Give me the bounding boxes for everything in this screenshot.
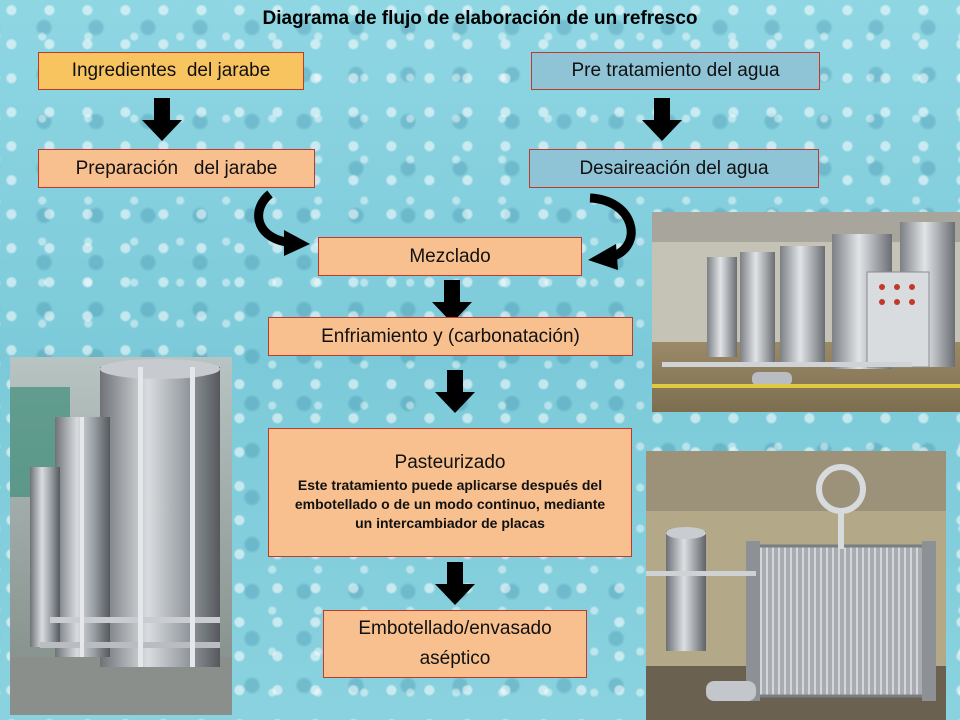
box-mezclado: Mezclado	[318, 237, 582, 276]
down-arrow-icon	[432, 280, 472, 323]
curved-arrow-icon	[254, 190, 310, 256]
tanks-control-panel-photo	[652, 212, 960, 412]
down-arrow-icon	[642, 98, 682, 141]
tank-room-photo	[10, 357, 232, 715]
box-preparacion-jarabe: Preparación del jarabe	[38, 149, 315, 188]
box-desaireacion-agua: Desaireación del agua	[529, 149, 819, 188]
box-embotellado-line1: Embotellado/envasado	[358, 618, 552, 639]
box-embotellado-line2: aséptico	[419, 648, 491, 669]
down-arrow-icon	[435, 562, 475, 605]
box-ingredientes-jarabe: Ingredientes del jarabe	[38, 52, 304, 90]
down-arrow-icon	[142, 98, 182, 141]
box-pasteurizado-title: Pasteurizado	[394, 452, 506, 473]
box-desaireacion-label: Desaireación del agua	[579, 157, 769, 179]
plate-heat-exchanger-photo	[646, 451, 946, 720]
box-pretratamiento-label: Pre tratamiento del agua	[571, 60, 780, 81]
box-mezclado-label: Mezclado	[409, 245, 491, 267]
down-arrow-icon	[435, 370, 475, 413]
box-pasteurizado-note: Este tratamiento puede aplicarse después…	[294, 477, 606, 531]
box-pasteurizado: Pasteurizado Este tratamiento puede apli…	[268, 428, 632, 557]
box-pretratamiento-agua: Pre tratamiento del agua	[531, 52, 820, 90]
box-enfriamiento-label: Enfriamiento y (carbonatación)	[321, 325, 580, 347]
curved-arrow-icon	[588, 193, 636, 270]
box-embotellado: Embotellado/envasado aséptico	[323, 610, 587, 678]
box-enfriamiento: Enfriamiento y (carbonatación)	[268, 317, 633, 356]
box-preparacion-label: Preparación del jarabe	[75, 157, 278, 179]
box-ingredientes-label: Ingredientes del jarabe	[71, 60, 271, 81]
diagram-title: Diagrama de flujo de elaboración de un r…	[262, 8, 698, 29]
